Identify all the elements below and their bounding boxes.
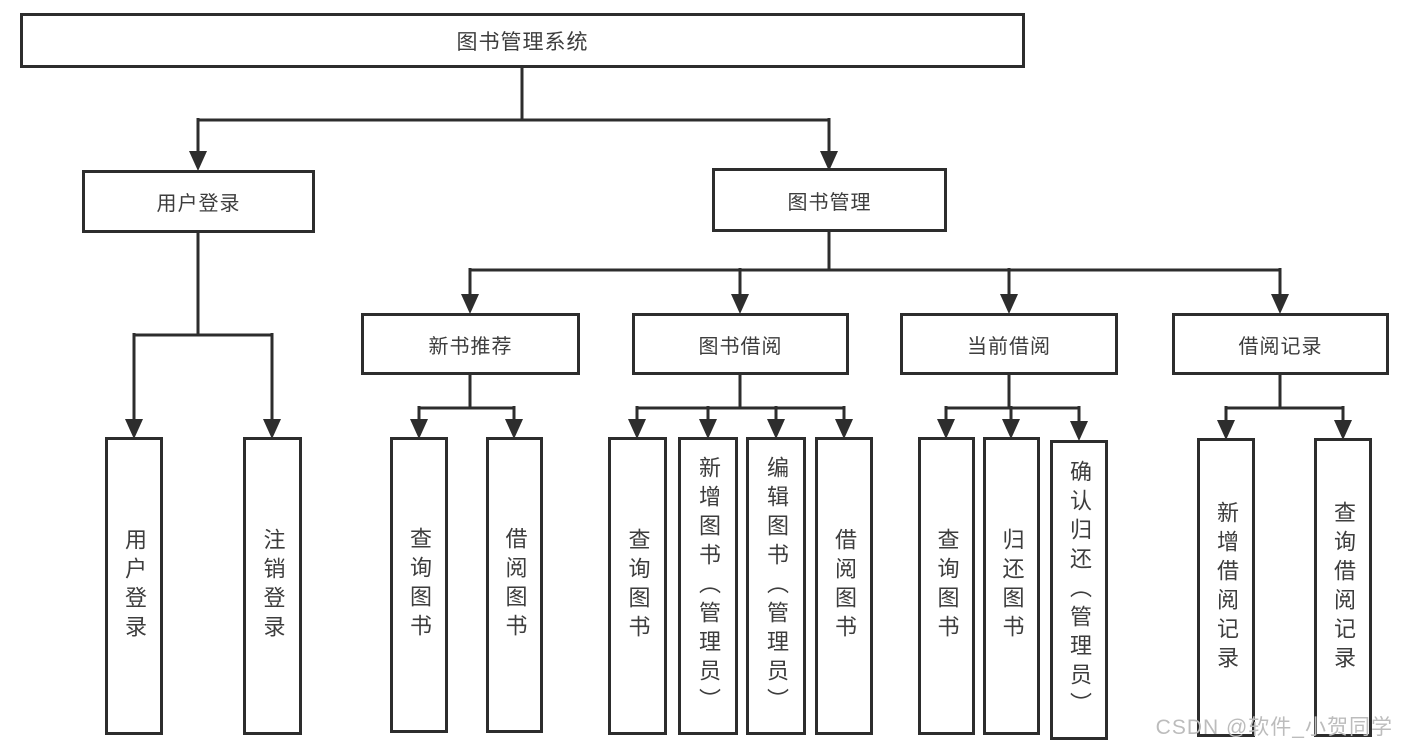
leaf-label: 用户登录 (122, 528, 147, 644)
node-leaf-query-book-3: 查询图书 (918, 437, 975, 735)
leaf-label: 查询图书 (934, 528, 960, 644)
leaf-label: 查询图书 (625, 528, 651, 644)
watermark: CSDN @软件_小贺同学 (1155, 716, 1393, 739)
leaf-label: 确认归还（管理员） (1067, 459, 1092, 721)
node-leaf-logout: 注销登录 (243, 437, 302, 735)
leaf-label: 查询图书 (407, 527, 432, 643)
leaf-label: 归还图书 (999, 528, 1025, 644)
node-leaf-borrow-book-1: 借阅图书 (486, 437, 543, 733)
node-leaf-return-book: 归还图书 (983, 437, 1040, 735)
leaf-label: 查询借阅记录 (1331, 500, 1356, 675)
node-leaf-confirm-return-admin: 确认归还（管理员） (1050, 440, 1108, 740)
node-leaf-query-borrow-record: 查询借阅记录 (1314, 438, 1372, 737)
leaf-label: 借阅图书 (832, 528, 857, 644)
node-leaf-add-borrow-record: 新增借阅记录 (1197, 438, 1255, 737)
node-new-book-recommend: 新书推荐 (361, 313, 580, 375)
node-leaf-add-book-admin: 新增图书（管理员） (678, 437, 738, 735)
node-book-borrow: 图书借阅 (632, 313, 849, 375)
leaf-label: 注销登录 (260, 528, 286, 644)
node-borrow-record: 借阅记录 (1172, 313, 1389, 375)
node-book-management: 图书管理 (712, 168, 947, 232)
node-user-login: 用户登录 (82, 170, 315, 233)
node-leaf-user-login: 用户登录 (105, 437, 163, 735)
leaf-label: 新增借阅记录 (1214, 500, 1239, 675)
leaf-label: 借阅图书 (502, 527, 528, 643)
leaf-label: 新增图书（管理员） (696, 455, 721, 717)
node-root: 图书管理系统 (20, 13, 1025, 68)
node-leaf-query-book-1: 查询图书 (390, 437, 448, 733)
node-current-borrow: 当前借阅 (900, 313, 1118, 375)
leaf-label: 编辑图书（管理员） (764, 455, 789, 717)
node-leaf-edit-book-admin: 编辑图书（管理员） (746, 437, 806, 735)
node-leaf-query-book-2: 查询图书 (608, 437, 667, 735)
node-leaf-borrow-book-2: 借阅图书 (815, 437, 873, 735)
